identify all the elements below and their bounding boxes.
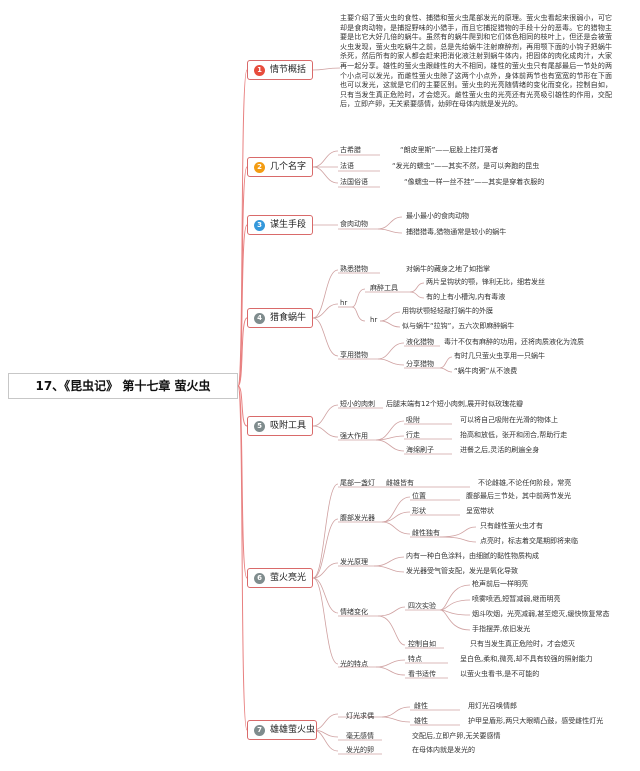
adhesion-short-key: 短小的肉刺 bbox=[340, 400, 375, 408]
topic-label: 情节概括 bbox=[270, 65, 307, 75]
number-badge-icon: 6 bbox=[254, 573, 265, 584]
glow-mood-key: 情绪变化 bbox=[340, 608, 368, 616]
hunting-tool-item: 两片呈钩状的颚，锋利无比，细若发丝 bbox=[426, 278, 545, 286]
glow-feature-item-value: 呈白色,柔和,微亮,却不具有较强的照射能力 bbox=[460, 655, 593, 663]
hunting-liquefy-key: 液化猎物 bbox=[406, 338, 434, 346]
adhesion-strong-key: 强大作用 bbox=[340, 432, 368, 440]
male-nolove-value: 交配后,立即产卵,无关要感情 bbox=[412, 732, 501, 740]
living-item: 捕猎猎毒,猎物通常是较小的蜗牛 bbox=[406, 228, 507, 236]
glow-organ-item-key: 位置 bbox=[412, 492, 426, 500]
hunting-share-key: 享用猎物 bbox=[340, 351, 368, 359]
hunting-prey-key: 熟悉猎物 bbox=[340, 265, 368, 273]
topic-label: 雄雄萤火虫 bbox=[270, 725, 316, 735]
topic-label: 几个名字 bbox=[270, 162, 307, 172]
living-item: 最小最小的食肉动物 bbox=[406, 212, 469, 220]
hunting-hr: hr bbox=[340, 299, 348, 307]
glow-feature-item-key: 看书适传 bbox=[408, 670, 436, 678]
hunting-prey-value: 对蜗牛的藏身之地了如指掌 bbox=[406, 265, 490, 273]
hunting-hr-item: 用钩状颚轻轻敲打蜗牛的外膜 bbox=[402, 307, 493, 315]
hunting-divide-key: 分享猎物 bbox=[406, 360, 434, 368]
adhesion-item-key: 吸附 bbox=[406, 416, 420, 424]
topic-label: 吸附工具 bbox=[270, 421, 307, 431]
number-badge-icon: 3 bbox=[254, 220, 265, 231]
glow-exp-item: 枪声前后一样明亮 bbox=[472, 580, 528, 588]
topic-label: 猎食蜗牛 bbox=[270, 313, 307, 323]
adhesion-item-key: 行走 bbox=[406, 431, 420, 439]
adhesion-short-value: 后腿末端有12个短小肉刺,展开时似玫瑰花瓣 bbox=[386, 400, 524, 408]
glow-lamp-key: 尾部一盏灯 bbox=[340, 479, 375, 487]
glow-female-key: 雌性独有 bbox=[412, 529, 440, 537]
glow-feature-key: 光的特点 bbox=[340, 660, 368, 668]
male-lure-item-key: 雌性 bbox=[414, 702, 428, 710]
glow-female-item: 点亮时，标志着交尾期即将来临 bbox=[480, 537, 578, 545]
glow-female-item: 只有雌性萤火虫才有 bbox=[480, 522, 543, 530]
topic-names[interactable]: 2 几个名字 bbox=[247, 157, 313, 177]
male-lure-item-value: 用灯光召唤情郎 bbox=[468, 702, 517, 710]
number-badge-icon: 1 bbox=[254, 65, 265, 76]
topic-living[interactable]: 3 谋生手段 bbox=[247, 215, 313, 235]
name-value: “发光的蠕虫”——其实不然，是可以奔跑的昆虫 bbox=[392, 162, 540, 170]
glow-principle-key: 发光原理 bbox=[340, 558, 368, 566]
glow-exp-item: 手指摆弄,依旧发光 bbox=[472, 625, 531, 633]
adhesion-item-key: 海绵刷子 bbox=[406, 446, 434, 454]
glow-organ-key: 腹部发光器 bbox=[340, 514, 375, 522]
glow-exp-item: 烟斗吹烟，光亮减弱,甚至熄灭,缓快恢复常态 bbox=[472, 610, 610, 618]
hunting-tool-item: 有的上有小槽沟,内有毒液 bbox=[426, 293, 506, 301]
glow-lamp-value: 不论雌雄,不论任何阶段，常亮 bbox=[478, 479, 572, 487]
topic-plot-summary[interactable]: 1 情节概括 bbox=[247, 60, 313, 80]
glow-principle-item: 内有一种白色涂料，由细腻的黏性物质构成 bbox=[406, 552, 539, 560]
glow-lamp-sub: 雌雄皆有 bbox=[386, 479, 414, 487]
male-nolove-key: 毫无感情 bbox=[346, 732, 374, 740]
hunting-liquefy-value: 毒汁不仅有麻醉的功用，还将肉质液化为流质 bbox=[444, 338, 584, 346]
glow-organ-item-key: 形状 bbox=[412, 507, 426, 515]
name-key: 法语 bbox=[340, 162, 354, 170]
topic-label: 谋生手段 bbox=[270, 220, 307, 230]
adhesion-item-value: 抬高和放低，张开和闭合,帮助行走 bbox=[460, 431, 568, 439]
central-topic[interactable]: 17、《昆虫记》 第十七章 萤火虫 bbox=[8, 373, 238, 399]
hunting-tool-key: 麻醉工具 bbox=[370, 284, 398, 292]
male-lure-item-key: 雄性 bbox=[414, 717, 428, 725]
adhesion-item-value: 可以将自己吸附在光滑的物体上 bbox=[460, 416, 558, 424]
number-badge-icon: 5 bbox=[254, 421, 265, 432]
glow-exp-item: 喷雾喷洒,短暂减弱,继而明亮 bbox=[472, 595, 561, 603]
glow-organ-item-value: 腹部最后三节处，其中前两节发光 bbox=[466, 492, 571, 500]
glow-feature-item-value: 以萤火虫看书,是不可能的 bbox=[460, 670, 540, 678]
male-egg-key: 发光的卵 bbox=[346, 746, 374, 754]
number-badge-icon: 4 bbox=[254, 313, 265, 324]
adhesion-item-value: 进餐之后,灵活的刷遍全身 bbox=[460, 446, 540, 454]
topic-glow[interactable]: 6 萤火亮光 bbox=[247, 568, 313, 588]
number-badge-icon: 7 bbox=[254, 725, 265, 736]
male-lure-item-value: 护甲呈盾形,两只大眼睛凸鼓，感受雌性灯光 bbox=[468, 717, 604, 725]
topic-label: 萤火亮光 bbox=[270, 573, 307, 583]
glow-principle-item: 发光器受气管支配，发光是氧化导致 bbox=[406, 567, 518, 575]
number-badge-icon: 2 bbox=[254, 162, 265, 173]
hunting-divide-item: 有时几只萤火虫享用一只蜗牛 bbox=[454, 352, 545, 360]
glow-feature-item-key: 特点 bbox=[408, 655, 422, 663]
glow-exp-key: 四次实验 bbox=[408, 602, 436, 610]
glow-control-key: 控制自如 bbox=[408, 640, 436, 648]
glow-control-value: 只有当发生真正危险时，才会熄灭 bbox=[470, 640, 575, 648]
male-egg-value: 在母体内就是发光的 bbox=[412, 746, 475, 754]
hunting-divide-item: “蜗牛肉粥”从不浪费 bbox=[454, 367, 518, 375]
hunting-hr2: hr bbox=[370, 316, 378, 324]
glow-organ-item-value: 呈宽带状 bbox=[466, 507, 494, 515]
hunting-hr-item: 似与蜗牛“拉钩”，五六次即麻醉蜗牛 bbox=[402, 322, 515, 330]
topic-adhesion[interactable]: 5 吸附工具 bbox=[247, 416, 313, 436]
name-value: “像蠕虫一样一丝不挂”——其实是穿着衣服的 bbox=[404, 178, 545, 186]
topic-male-female[interactable]: 7 雄雄萤火虫 bbox=[247, 720, 317, 740]
name-key: 古希腊 bbox=[340, 146, 361, 154]
summary-paragraph: 主要介绍了萤火虫的食性、捕猎和萤火虫尾部发光的原理。萤火虫看起来很弱小，可它却是… bbox=[340, 14, 612, 109]
name-key: 法国俗语 bbox=[340, 178, 368, 186]
living-key: 食肉动物 bbox=[340, 220, 368, 228]
topic-hunting[interactable]: 4 猎食蜗牛 bbox=[247, 308, 313, 328]
name-value: “朗皮里斯”——屁股上挂灯笼者 bbox=[400, 146, 499, 154]
male-lure-key: 灯光求偶 bbox=[346, 712, 374, 720]
